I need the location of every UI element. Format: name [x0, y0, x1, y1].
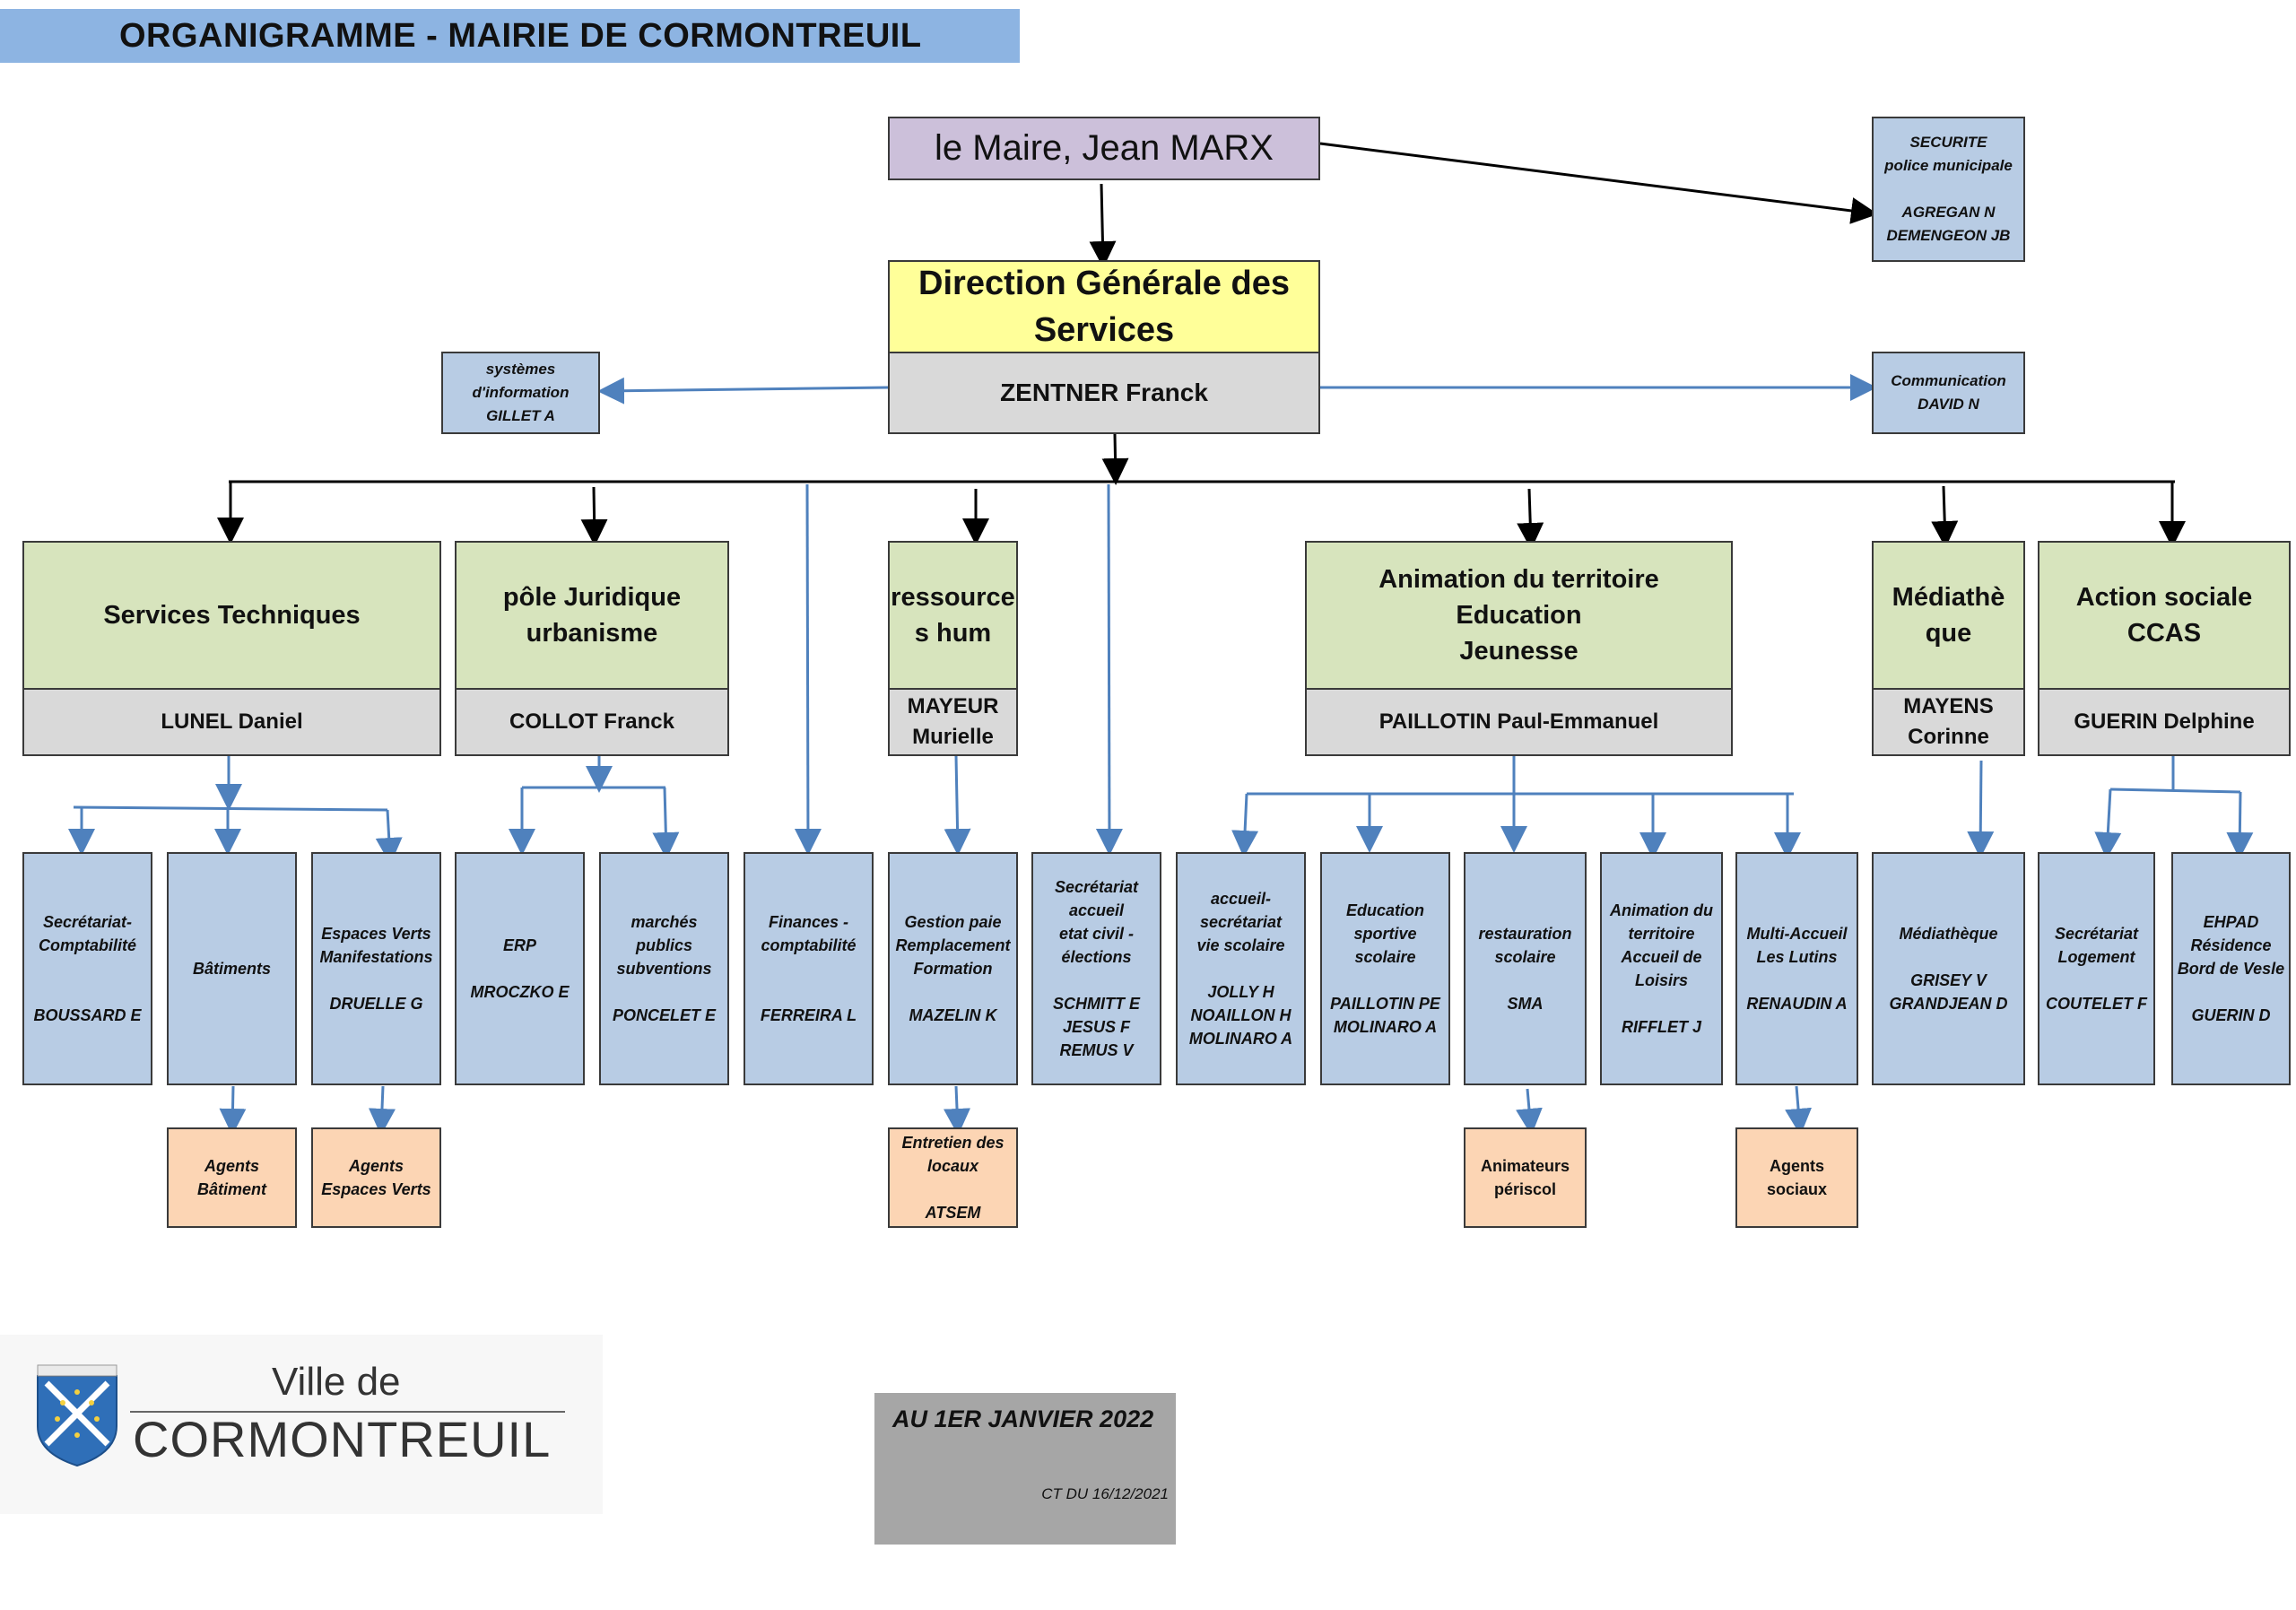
date-main: AU 1ER JANVIER 2022 [892, 1405, 1154, 1432]
service-secretariat-comptabilite: Secrétariat- Comptabilité BOUSSARD E [22, 852, 152, 1085]
service-espaces-verts: Espaces Verts Manifestations DRUELLE G [311, 852, 441, 1085]
agents-sociaux: Agents sociaux [1735, 1127, 1858, 1228]
service-finances: Finances - comptabilité FERREIRA L [744, 852, 874, 1085]
service-multi-accueil: Multi-Accueil Les Lutins RENAUDIN A [1735, 852, 1858, 1085]
securite-box: SECURITE police municipale AGREGAN N DEM… [1872, 117, 2025, 262]
pole-services-techniques: Services Techniques [22, 541, 441, 690]
service-batiments: Bâtiments [167, 852, 297, 1085]
pole-ressources-humaines-head: MAYEUR Murielle [888, 688, 1018, 756]
city-crest-icon [37, 1364, 117, 1467]
page-title: ORGANIGRAMME - MAIRIE DE CORMONTREUIL [0, 9, 1020, 63]
pole-mediatheque-head: MAYENS Corinne [1872, 688, 2025, 756]
communication-box: Communication DAVID N [1872, 352, 2025, 434]
logo-cormontreuil: CORMONTREUIL [133, 1411, 552, 1467]
service-logement: Secrétariat Logement COUTELET F [2038, 852, 2155, 1085]
service-gestion-paie: Gestion paie Remplacement Formation MAZE… [888, 852, 1018, 1085]
logo-divider [130, 1411, 565, 1413]
logo-ville-de: Ville de [272, 1360, 401, 1404]
service-erp: ERP MROCZKO E [455, 852, 585, 1085]
dgs-director: ZENTNER Franck [888, 352, 1320, 434]
service-education-sportive: Education sportive scolaire PAILLOTIN PE… [1320, 852, 1450, 1085]
pole-mediatheque: Médiathè que [1872, 541, 2025, 690]
pole-juridique-head: COLLOT Franck [455, 688, 729, 756]
service-vie-scolaire: accueil- secrétariat vie scolaire JOLLY … [1176, 852, 1306, 1085]
pole-ressources-humaines: ressource s hum [888, 541, 1018, 690]
service-restauration-scolaire: restauration scolaire SMA [1464, 852, 1587, 1085]
dgs-title: Direction Générale des Services [888, 260, 1320, 353]
service-mediatheque: Médiathèque GRISEY V GRANDJEAN D [1872, 852, 2025, 1085]
agents-entretien-atsem: Entretien des locaux ATSEM [888, 1127, 1018, 1228]
animateurs-periscol: Animateurs périscol [1464, 1127, 1587, 1228]
pole-action-sociale: Action sociale CCAS [2038, 541, 2291, 690]
pole-juridique: pôle Juridique urbanisme [455, 541, 729, 690]
black-connectors [217, 142, 2186, 550]
blue-connectors [68, 374, 2254, 1136]
service-ehpad: EHPAD Résidence Bord de Vesle GUERIN D [2171, 852, 2291, 1085]
agents-espaces-verts: Agents Espaces Verts [311, 1127, 441, 1228]
service-etat-civil: Secrétariat accueil etat civil - électio… [1031, 852, 1161, 1085]
pole-action-sociale-head: GUERIN Delphine [2038, 688, 2291, 756]
date-ct: CT DU 16/12/2021 [1041, 1485, 1169, 1502]
pole-services-techniques-head: LUNEL Daniel [22, 688, 441, 756]
systemes-information-box: systèmes d'information GILLET A [441, 352, 600, 434]
service-accueil-loisirs: Animation du territoire Accueil de Loisi… [1600, 852, 1723, 1085]
pole-animation-territoire: Animation du territoire Education Jeunes… [1305, 541, 1733, 690]
maire-box: le Maire, Jean MARX [888, 117, 1320, 180]
agents-batiment: Agents Bâtiment [167, 1127, 297, 1228]
pole-animation-territoire-head: PAILLOTIN Paul-Emmanuel [1305, 688, 1733, 756]
service-marches-publics: marchés publics subventions PONCELET E [599, 852, 729, 1085]
date-box: AU 1ER JANVIER 2022 CT DU 16/12/2021 [874, 1393, 1176, 1545]
